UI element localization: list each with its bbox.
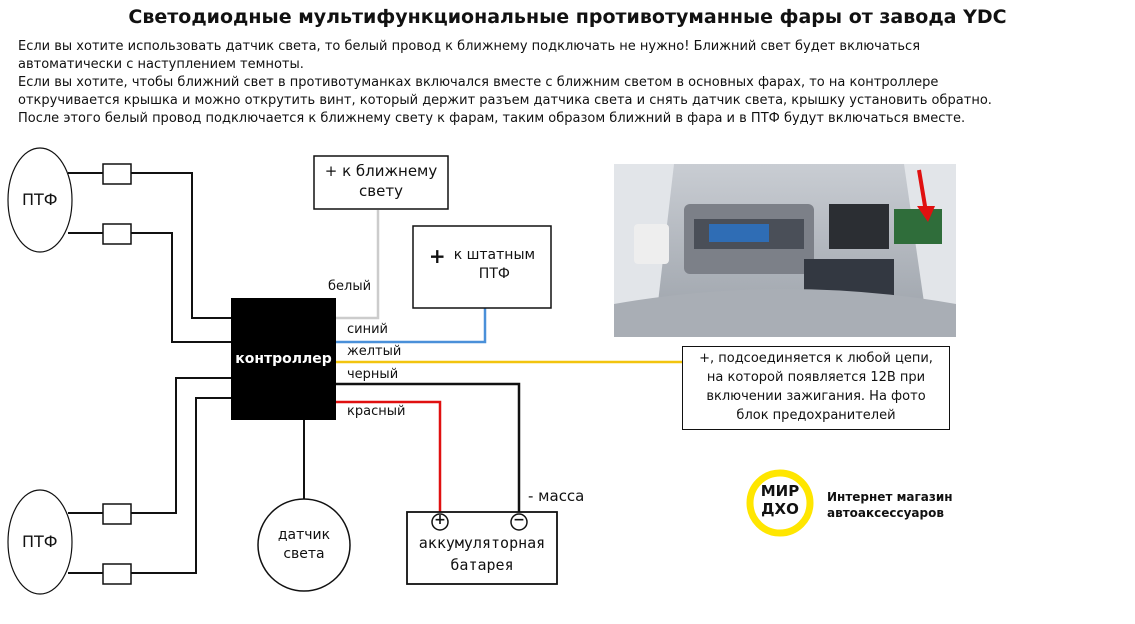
intro-text: Если вы хотите использовать датчик света… <box>18 38 1118 128</box>
blue-wire <box>336 308 487 344</box>
intro-line-3: Если вы хотите, чтобы ближний свет в про… <box>18 75 939 90</box>
battery-plus-sign: + <box>434 512 446 528</box>
sensor-line-1: датчик <box>277 527 331 543</box>
stock-fog-line-2: ПТФ <box>478 266 510 282</box>
fog-lamp-bottom <box>7 489 73 595</box>
ignition-note: +, подсоединяется к любой цепи, на котор… <box>682 346 950 430</box>
sensor-line-2: света <box>283 546 325 562</box>
intro-line-4: откручивается крышка и можно открутить в… <box>18 93 992 108</box>
red-wire <box>336 400 442 512</box>
wire-label-blue: синий <box>347 322 388 337</box>
logo-line-2: ДХО <box>761 500 799 518</box>
black-wire <box>336 382 521 512</box>
page-title: Светодиодные мультифункциональные против… <box>128 6 1007 28</box>
connector-top-1 <box>102 163 132 185</box>
logo-ring <box>746 469 814 537</box>
note-line-2: на которой появляется 12В при <box>706 370 926 385</box>
note-line-4: блок предохранителей <box>736 408 896 423</box>
wires-top-fog <box>68 172 232 343</box>
logo-line-1: МИР <box>760 482 800 500</box>
connector-bottom-2 <box>102 563 132 585</box>
engine-bay-photo <box>614 164 956 337</box>
fog-lamp-bottom-label: ПТФ <box>22 532 58 551</box>
low-beam-box <box>313 155 449 210</box>
battery-plus-terminal <box>431 513 449 531</box>
wire-label-red: красный <box>347 404 406 419</box>
intro-line-2: автоматически с наступлением темноты. <box>18 57 304 72</box>
stock-fog-line-1: к штатным <box>453 247 536 263</box>
wire-label-white: белый <box>328 279 372 294</box>
light-sensor <box>257 498 351 592</box>
stock-fog-box <box>412 225 552 309</box>
battery-line-1: аккумуляторная <box>418 534 546 552</box>
battery-line-2: батарея <box>450 556 514 574</box>
battery-minus-sign: − <box>513 512 525 528</box>
low-beam-label: + к ближнему свету <box>314 161 448 201</box>
battery-minus-terminal <box>510 513 528 531</box>
intro-line-5: После этого белый провод подключается к … <box>18 111 966 126</box>
wires-bottom-fog <box>68 377 232 574</box>
logo-tagline-1: Интернет магазин <box>827 490 953 504</box>
note-line-3: включении зажигания. На фото <box>706 389 926 404</box>
battery-label: аккумуляторная батарея <box>407 532 557 576</box>
light-sensor-label: датчик света <box>258 526 350 564</box>
wire-label-yellow: желтый <box>347 344 402 359</box>
low-beam-line-1: + к ближнему <box>324 162 438 180</box>
fog-lamp-top <box>7 147 73 253</box>
stock-fog-label: + к штатным ПТФ <box>413 246 551 284</box>
ground-label: - масса <box>528 487 585 505</box>
stock-fog-plus: + <box>428 244 446 268</box>
intro-line-1: Если вы хотите использовать датчик света… <box>18 39 921 54</box>
wire-label-black: черный <box>347 367 399 382</box>
low-beam-line-2: свету <box>359 182 403 200</box>
logo-mark: МИР ДХО <box>750 482 810 518</box>
controller-label: контроллер <box>235 351 332 367</box>
connector-bottom-1 <box>102 503 132 525</box>
white-wire <box>336 210 380 320</box>
fog-lamp-top-label: ПТФ <box>22 190 58 209</box>
note-line-1: +, подсоединяется к любой цепи, <box>699 351 933 366</box>
controller-box <box>231 298 336 420</box>
connector-top-2 <box>102 223 132 245</box>
logo-tagline-2: автоаксессуаров <box>827 506 944 520</box>
